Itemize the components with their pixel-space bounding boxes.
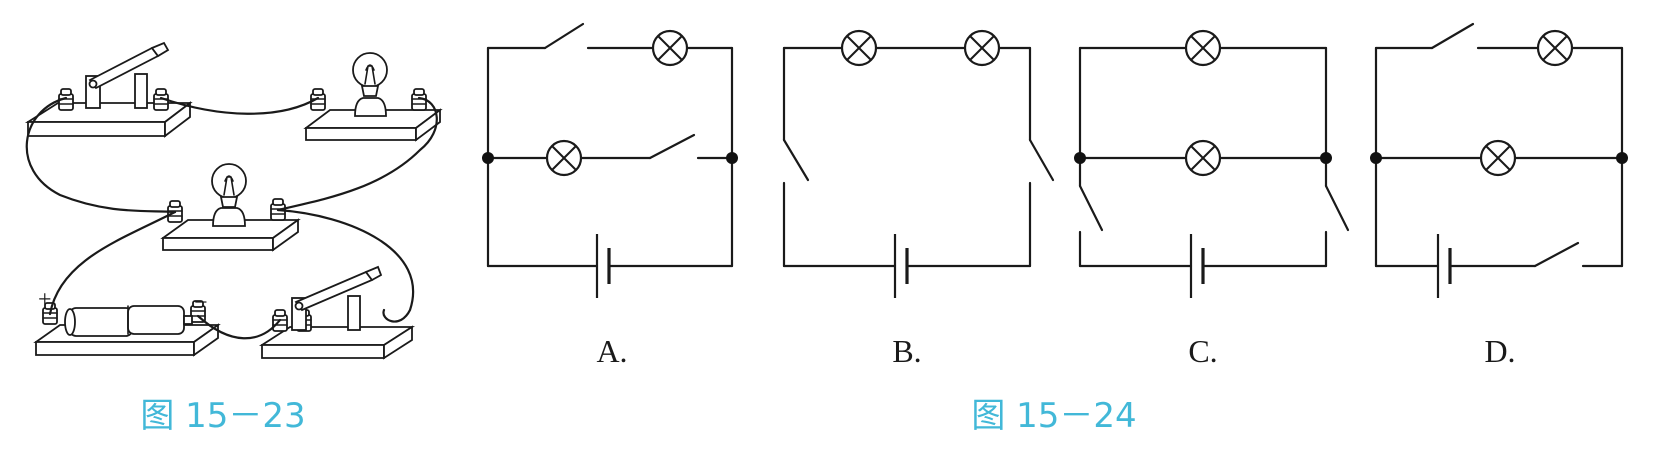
switch-symbol-icon [648, 133, 696, 160]
lamp-symbol-icon [963, 29, 1001, 67]
lamp-symbol-icon [1184, 29, 1222, 67]
option-a-label: A. [596, 333, 627, 369]
battery-symbol-icon [1189, 232, 1205, 300]
circuit-option-a: A. [482, 22, 738, 369]
circuit-option-b: B. [782, 29, 1055, 369]
lamp-symbol-icon [840, 29, 878, 67]
knife-switch-top-icon [24, 41, 193, 138]
switch-symbol-icon [782, 138, 810, 182]
switch-symbol-icon [1324, 184, 1350, 232]
switch-symbol-icon [1028, 138, 1055, 182]
circuit-option-c: C. [1074, 29, 1350, 369]
lamp-symbol-icon [651, 29, 689, 67]
switch-symbol-icon [1533, 241, 1580, 268]
terminal-minus-label: − [194, 290, 208, 316]
battery-icon [33, 300, 221, 357]
physical-circuit: + − [24, 41, 443, 360]
light-bulb-top-icon [303, 52, 443, 142]
lamp-symbol-icon [1184, 139, 1222, 177]
circuit-option-d: D. [1370, 22, 1628, 369]
option-b-label: B. [892, 333, 921, 369]
lamp-symbol-icon [1536, 29, 1574, 67]
battery-symbol-icon [595, 232, 611, 300]
knife-switch-bottom-icon [258, 265, 416, 360]
battery-symbol-icon [1436, 232, 1452, 300]
figure-15-24-caption: 图 15－24 [971, 396, 1136, 436]
switch-symbol-icon [1078, 184, 1104, 232]
lamp-symbol-icon [545, 139, 583, 177]
light-bulb-middle-icon [160, 163, 301, 252]
lamp-symbol-icon [1479, 139, 1517, 177]
battery-symbol-icon [893, 232, 909, 300]
option-c-label: C. [1188, 333, 1217, 369]
terminal-plus-label: + [38, 287, 52, 313]
figure-15-23-caption: 图 15－23 [140, 396, 305, 436]
switch-symbol-icon [543, 22, 585, 50]
option-d-label: D. [1484, 333, 1515, 369]
switch-symbol-icon [1430, 22, 1475, 50]
